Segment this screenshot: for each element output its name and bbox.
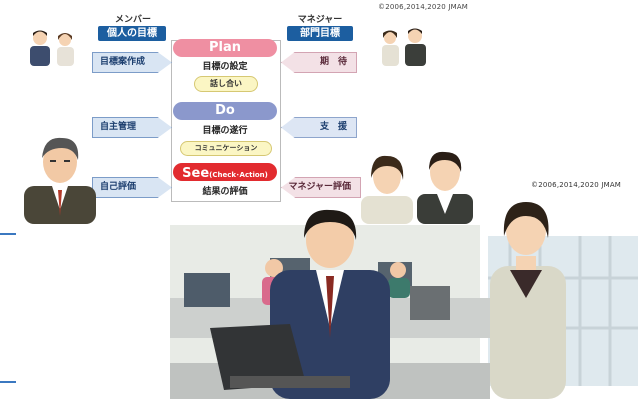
manager-pair-large-illustration bbox=[355, 148, 475, 224]
do-member-arrow: 自主管理 bbox=[92, 117, 172, 138]
manager-header: マネジャー bbox=[297, 15, 343, 25]
office-scene-illustration bbox=[170, 178, 639, 399]
plan-pill: Plan bbox=[173, 39, 277, 57]
see-pill: See(Check･Action) bbox=[173, 163, 277, 181]
copyright-top: ©2006,2014,2020 JMAM bbox=[378, 3, 469, 11]
see-manager-arrow: マネジャー評価 bbox=[281, 177, 361, 198]
slide-marker-top bbox=[0, 233, 16, 235]
member-man-illustration bbox=[20, 130, 100, 224]
member-pair-illustration bbox=[22, 28, 84, 68]
plan-subtitle: 目標の設定 bbox=[173, 60, 277, 74]
see-title-suffix: (Check･Action) bbox=[209, 171, 268, 179]
see-member-arrow: 自己評価 bbox=[92, 177, 172, 198]
member-header: メンバー bbox=[114, 15, 151, 25]
manager-pair-illustration bbox=[372, 26, 438, 68]
plan-discussion-oval: 話し合い bbox=[194, 76, 258, 92]
do-pill: Do bbox=[173, 102, 277, 120]
member-goal-tag: 個人の目標 bbox=[98, 26, 166, 41]
see-subtitle: 結果の評価 bbox=[173, 185, 277, 199]
do-manager-arrow: 支 援 bbox=[281, 117, 357, 138]
department-goal-tag: 部門目標 bbox=[287, 26, 353, 41]
plan-manager-arrow: 期 待 bbox=[281, 52, 357, 73]
do-communication-oval: コミュニケーション bbox=[180, 141, 272, 156]
see-title: See bbox=[182, 166, 210, 181]
copyright-photo: ©2006,2014,2020 JMAM bbox=[531, 181, 622, 189]
plan-member-arrow: 目標案作成 bbox=[92, 52, 172, 73]
slide-marker-bottom bbox=[0, 381, 16, 383]
do-subtitle: 目標の遂行 bbox=[173, 124, 277, 138]
